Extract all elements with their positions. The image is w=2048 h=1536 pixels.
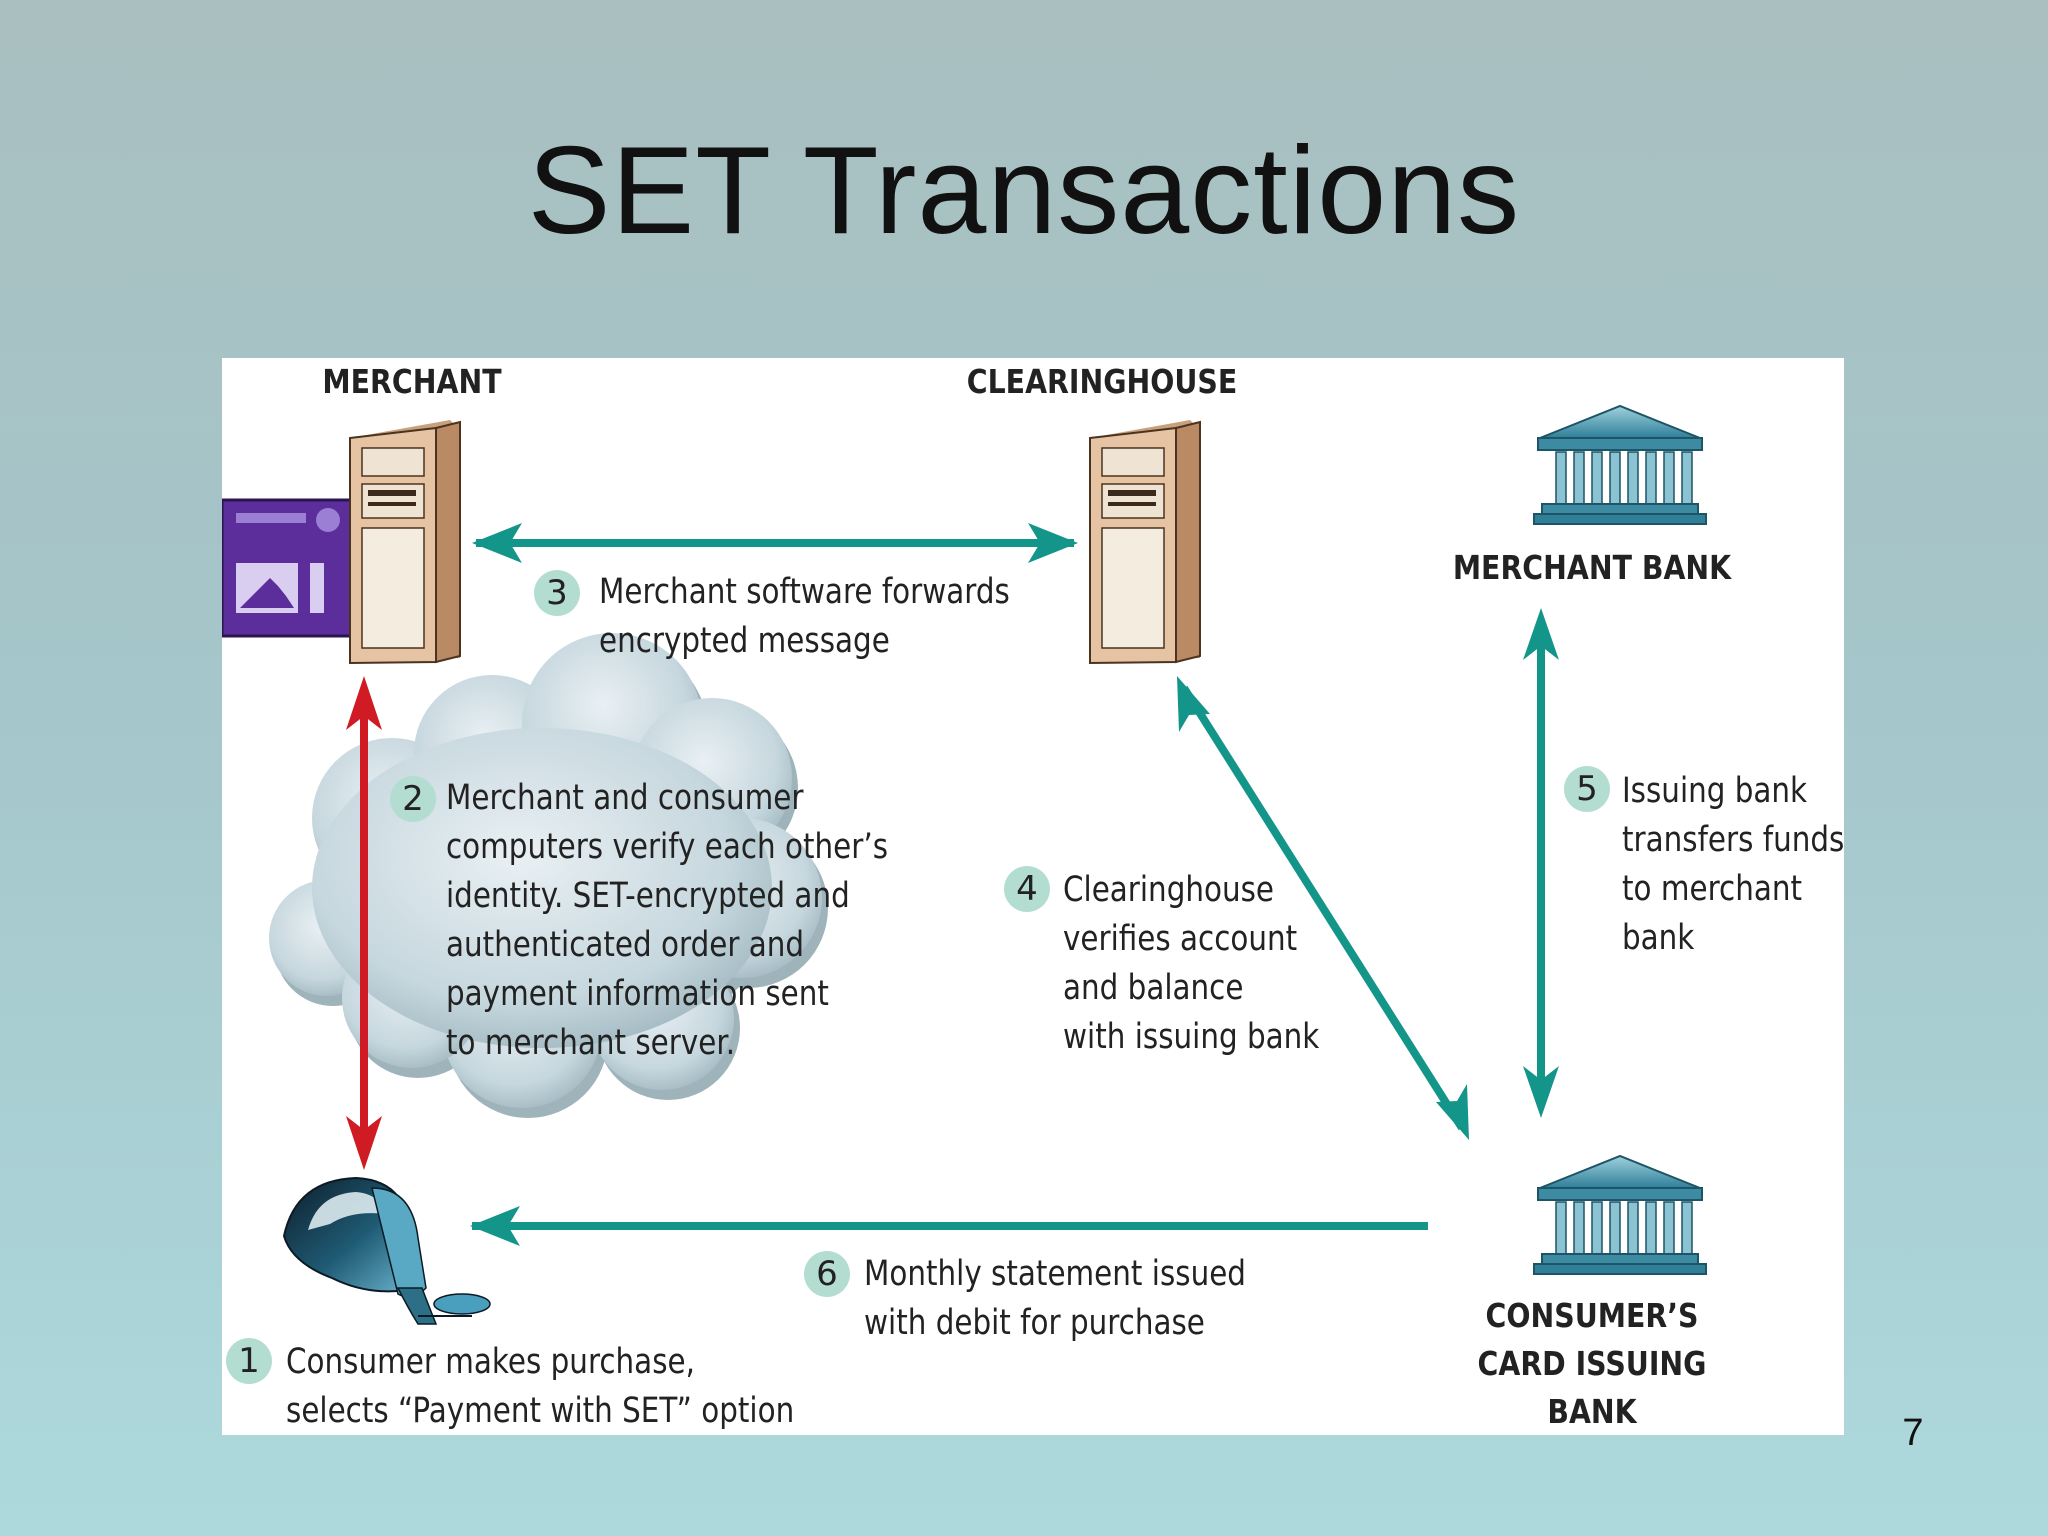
step-1-line: selects “Payment with SET” option	[286, 1391, 795, 1431]
step-1-line: Consumer makes purchase,	[286, 1342, 695, 1382]
issuing-bank-label: CONSUMER’S CARD ISSUING BANK	[1472, 1292, 1713, 1435]
step-5-line: bank	[1622, 918, 1695, 958]
arrow-step-3	[472, 523, 1078, 563]
step-6-line: Monthly statement issued	[864, 1254, 1246, 1294]
step-4-line: with issuing bank	[1063, 1017, 1320, 1057]
clearinghouse-label: CLEARINGHOUSE	[966, 362, 1238, 401]
step-badge-6: 6	[804, 1251, 850, 1297]
step-6-line: with debit for purchase	[864, 1303, 1205, 1343]
step-badge-2: 2	[390, 776, 436, 822]
step-badge-5: 5	[1564, 766, 1610, 812]
step-2-line: identity. SET-encrypted and	[446, 876, 850, 916]
step-3-line: encrypted message	[599, 621, 890, 661]
issuing-bank-icon	[1533, 1154, 1707, 1275]
step-4-line: and balance	[1063, 968, 1244, 1008]
issuing-bank-label-line: CARD ISSUING	[1477, 1344, 1707, 1383]
step-6-text: Monthly statement issued with debit for …	[864, 1250, 1246, 1348]
issuing-bank-label-line: BANK	[1547, 1392, 1637, 1431]
consumer-computer-icon	[282, 1176, 491, 1325]
step-5-line: to merchant	[1622, 869, 1803, 909]
arrow-step-6	[470, 1206, 1428, 1246]
step-1-text: Consumer makes purchase, selects “Paymen…	[286, 1338, 794, 1435]
step-2-line: authenticated order and	[446, 925, 805, 965]
flow-arrows	[346, 523, 1559, 1246]
step-3-text: Merchant software forwards encrypted mes…	[599, 568, 1010, 666]
storefront-screen-icon	[222, 498, 354, 638]
arrow-step-4	[1177, 676, 1469, 1140]
step-2-line: Merchant and consumer	[446, 778, 804, 818]
step-3-line: Merchant software forwards	[599, 572, 1010, 612]
merchant-label: MERCHANT	[322, 362, 502, 401]
diagram-artwork	[222, 404, 1707, 1325]
step-4-line: verifies account	[1063, 919, 1298, 959]
merchant-server-icon	[349, 420, 461, 665]
step-4-line: Clearinghouse	[1063, 870, 1275, 910]
slide-title: SET Transactions	[527, 122, 1521, 260]
step-5-line: transfers funds	[1622, 820, 1844, 860]
page-number: 7	[1902, 1412, 1924, 1454]
step-4-text: Clearinghouse verifies account and balan…	[1063, 866, 1319, 1062]
merchant-bank-icon	[1533, 404, 1707, 525]
step-badge-3: 3	[534, 570, 580, 616]
step-2-text: Merchant and consumer computers verify e…	[446, 774, 888, 1068]
step-badge-4: 4	[1004, 866, 1050, 912]
step-5-line: Issuing bank	[1622, 771, 1808, 811]
merchant-bank-label: MERCHANT BANK	[1452, 548, 1732, 587]
clearinghouse-server-icon	[1089, 420, 1201, 665]
step-badge-1: 1	[226, 1338, 272, 1384]
step-2-line: payment information sent	[446, 974, 829, 1014]
issuing-bank-label-line: CONSUMER’S	[1485, 1296, 1699, 1335]
arrow-step-2	[346, 676, 382, 1170]
diagram-panel: MERCHANT CLEARINGHOUSE MERCHANT BANK CON…	[222, 358, 1844, 1435]
step-2-line: to merchant server.	[446, 1023, 736, 1063]
cloud-shape	[269, 633, 828, 1118]
step-2-line: computers verify each other’s	[446, 827, 889, 867]
arrow-step-5	[1523, 608, 1559, 1118]
step-5-text: Issuing bank transfers funds to merchant…	[1622, 767, 1844, 963]
